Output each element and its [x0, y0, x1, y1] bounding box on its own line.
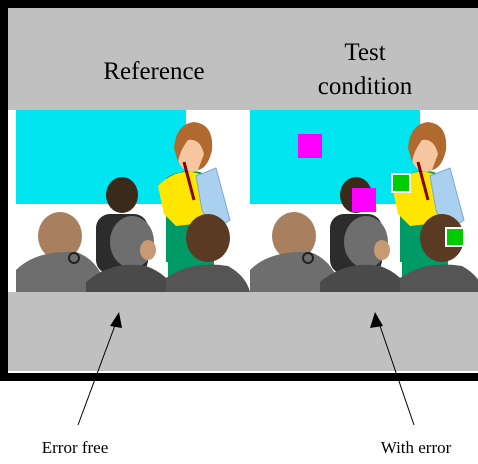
caption-with-error: With error [380, 438, 452, 457]
right-panel-title-line1: Test [344, 39, 386, 66]
title-band [8, 8, 478, 110]
error-block-green [445, 227, 465, 247]
right-panel-title-line2: condition [317, 73, 413, 100]
error-block-green [391, 173, 411, 193]
left-panel-title: Reference [103, 58, 205, 85]
outer-frame [0, 0, 478, 381]
bottom-band [8, 292, 478, 371]
caption-error-free: Error free [41, 438, 109, 457]
test-condition-image [248, 108, 478, 294]
error-block-magenta [352, 188, 376, 212]
arrow-error-free [77, 312, 122, 426]
arrow-with-error [370, 312, 415, 426]
error-block-magenta [298, 134, 322, 158]
